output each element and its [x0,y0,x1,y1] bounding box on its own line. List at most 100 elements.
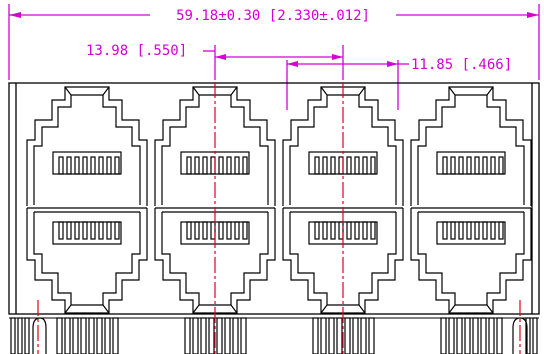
solder-pin [344,317,351,354]
solder-pin [96,317,103,354]
solder-pin [336,317,343,354]
latch-edge [230,304,238,314]
contact-pin [490,156,496,175]
port-lower [26,207,148,314]
contact-pin [226,156,232,175]
solder-pin [312,317,319,354]
solder-pin [24,317,30,354]
solder-pin [464,317,471,354]
jack-outline [410,208,532,314]
jack-cavity [33,212,141,306]
pin-group [56,317,119,354]
latch-edge [448,86,456,96]
contact-pin [82,221,88,240]
contact-pin [194,221,200,240]
port-column [410,86,532,314]
contact-pin [354,221,360,240]
contact-pin [458,221,464,240]
housing-outline [8,82,540,315]
pitch-arrow-left [215,54,226,60]
solder-pin [88,317,95,354]
jack-outline [410,86,532,206]
contact-pin [330,156,336,175]
solder-pin [80,317,87,354]
jack-cavity [289,212,397,306]
contact-pin [234,221,240,240]
contact-pin [74,156,80,175]
contact-pin [370,221,376,240]
contact-pin [362,221,368,240]
solder-pin [17,317,23,354]
contact-pin [242,156,248,175]
solder-pin [104,317,111,354]
contact-pin [98,221,104,240]
latch-edge [358,86,366,96]
contact-pin [58,221,64,240]
port-lower [410,207,532,314]
contact-pin [450,221,456,240]
solder-pin [488,317,495,354]
contact-pin [202,156,208,175]
solder-pin [496,317,503,354]
contact-pin [114,221,120,240]
solder-pin [368,317,375,354]
contact-pin [114,156,120,175]
contact-pin [234,156,240,175]
contact-pin [450,156,456,175]
contact-pin [218,156,224,175]
latch-edge [102,86,110,96]
jack-cavity [417,94,525,205]
latch-edge [486,304,494,314]
latch-edge [64,304,72,314]
solder-pin [192,317,199,354]
solder-pin [328,317,335,354]
solder-pin [112,317,119,354]
solder-pin [200,317,207,354]
mounting-post-left [32,317,47,354]
latch-edge [102,304,110,314]
contact-pin [58,156,64,175]
solder-pin [72,317,79,354]
jack-outline [26,86,148,206]
solder-pin [360,317,367,354]
port-width-dimension-label: 11.85 [.466] [411,57,512,73]
solder-pin [56,317,63,354]
contact-pin [338,221,344,240]
contact-pin [106,156,112,175]
contact-pin [314,221,320,240]
port-upper [410,86,532,206]
contact-pin [226,221,232,240]
contact-pin [90,221,96,240]
port-width-arrow-left [287,61,298,67]
contact-pin [466,156,472,175]
contact-pin [482,221,488,240]
overall-dimension-label: 59.18±0.30 [2.330±.012] [176,8,370,24]
edge-pins-right [525,317,538,354]
contact-pin [66,156,72,175]
port-array [26,86,532,314]
contact-pin [194,156,200,175]
latch-edge [192,86,200,96]
dimension-lines [8,4,540,110]
latch-edge [486,86,494,96]
solder-pin [64,317,71,354]
latch-edge [358,304,366,314]
contact-pin [482,156,488,175]
contact-pin [330,221,336,240]
solder-pin [456,317,463,354]
contact-pin [322,156,328,175]
solder-pin [320,317,327,354]
pitch-arrow-right [332,54,343,60]
latch-edge [230,86,238,96]
contact-pin [442,156,448,175]
contact-pin [346,221,352,240]
solder-pin [440,317,447,354]
contact-pin [210,221,216,240]
contact-pin [474,221,480,240]
solder-pin [240,317,247,354]
latch-edge [320,304,328,314]
pin-row [9,317,539,354]
contact-pin [346,156,352,175]
contact-pin [202,221,208,240]
